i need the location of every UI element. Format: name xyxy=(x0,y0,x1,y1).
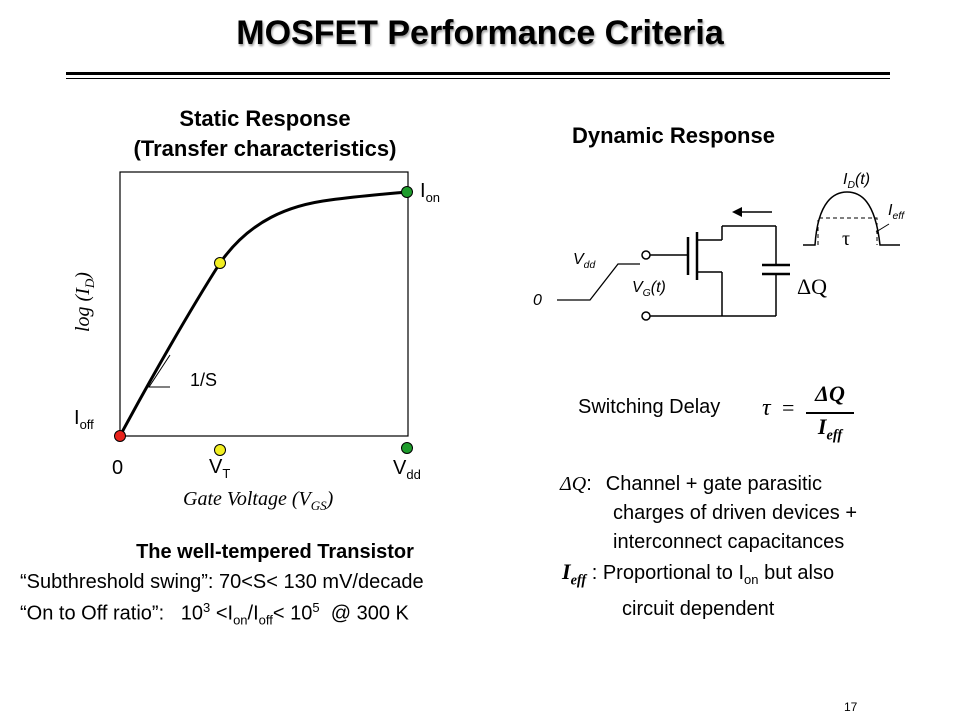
ioff-label: Ioff xyxy=(74,407,94,432)
ion-point xyxy=(401,186,413,198)
ioff-point xyxy=(114,430,126,442)
vdd-label: Vdd xyxy=(393,457,421,482)
ieff-waveform-label: Ieff xyxy=(888,202,905,223)
title-rule xyxy=(66,72,890,75)
y-axis-label: log (ID) xyxy=(72,272,97,332)
ion-label: Ion xyxy=(420,180,441,205)
subthreshold-swing-line: “Subthreshold swing”: 70<S< 130 mV/decad… xyxy=(20,571,424,593)
slope-label: 1/S xyxy=(190,370,218,390)
input-terminal-bottom xyxy=(641,311,651,321)
vt-axis-point xyxy=(214,444,226,456)
vt-label: VT xyxy=(209,456,231,481)
input-terminal-top xyxy=(641,250,651,260)
tau-waveform-label: τ xyxy=(842,228,851,250)
x-axis-label: Gate Voltage (VGS) xyxy=(183,488,334,513)
static-title-line1: Static Response xyxy=(179,106,351,131)
plot-frame xyxy=(119,171,409,437)
transfer-curve xyxy=(118,190,408,437)
ieff-denominator: Ieff xyxy=(817,414,843,444)
delta-q-note: ΔQ:Channel + gate parasitic charges of d… xyxy=(560,473,858,553)
tau-symbol: τ xyxy=(762,395,771,421)
page-number: 17 xyxy=(844,700,858,714)
dynamic-response-title: Dynamic Response xyxy=(572,123,775,148)
id-t-label: ID(t) xyxy=(843,171,871,192)
ieff-note: Ieff : Proportional to Ion but also circ… xyxy=(562,559,835,621)
on-off-ratio-line: “On to Off ratio”: 103 <Ion/Ioff< 105 @ … xyxy=(20,600,409,628)
delta-q-circuit-label: ΔQ xyxy=(797,274,828,299)
zero-step-label: 0 xyxy=(533,292,542,309)
vg-t-label: VG(t) xyxy=(632,279,666,300)
current-arrow-head xyxy=(732,207,742,217)
current-pulse-waveform xyxy=(803,191,900,246)
vdd-axis-point xyxy=(401,442,413,454)
slope-triangle xyxy=(148,354,171,388)
title-rule-thin xyxy=(66,78,890,79)
delta-q-numerator: ΔQ xyxy=(815,381,845,406)
well-tempered-heading: The well-tempered Transistor xyxy=(136,541,414,563)
x-origin-label: 0 xyxy=(112,457,124,479)
equals-sign: = xyxy=(782,395,795,420)
switching-delay-label: Switching Delay xyxy=(578,396,721,418)
vdd-step-label: Vdd xyxy=(573,251,596,272)
fraction-bar xyxy=(806,412,854,414)
input-step-waveform xyxy=(557,263,640,301)
static-response-title: Static Response (Transfer characteristic… xyxy=(120,104,410,164)
static-title-line2: (Transfer characteristics) xyxy=(133,136,397,161)
threshold-curve-point xyxy=(214,257,226,269)
slide-title: MOSFET Performance Criteria xyxy=(236,14,724,52)
